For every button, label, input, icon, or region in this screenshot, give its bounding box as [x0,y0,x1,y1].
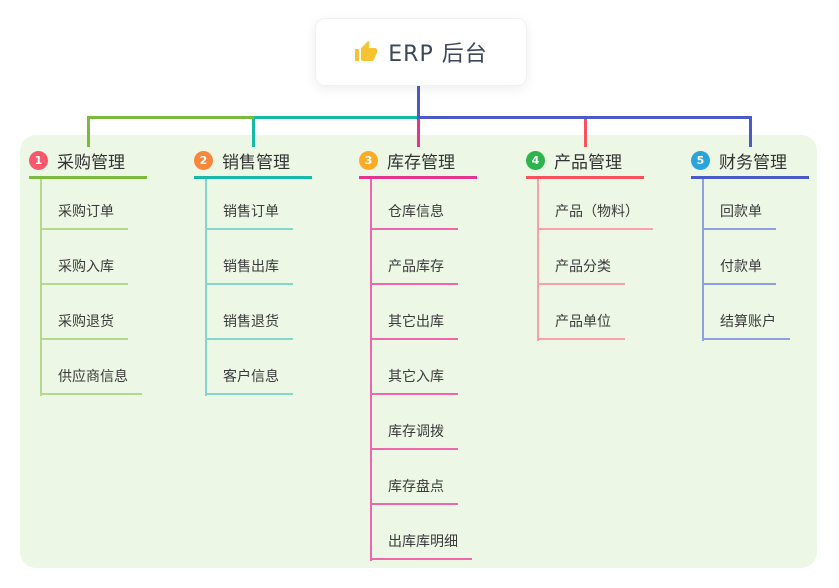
child-node[interactable]: 销售出库 [205,257,293,285]
child-node[interactable]: 库存调拨 [370,422,458,450]
branch-1: 1 采购管理采购订单采购入库采购退货供应商信息 [29,147,147,396]
branch-4: 4 产品管理产品（物料） 产品分类产品单位 [526,147,653,341]
spine-left-green [86,116,254,119]
branch-2: 2 销售管理销售订单销售出库销售退货客户信息 [194,147,312,396]
branch-trunk-line [370,179,372,561]
child-node[interactable]: 产品单位 [537,312,625,340]
child-node[interactable]: 供应商信息 [40,367,142,395]
branch-trunk-line [537,179,539,341]
child-node[interactable]: 销售订单 [205,202,293,230]
branch-title-label: 采购管理 [57,153,125,173]
child-node[interactable]: 销售退货 [205,312,293,340]
branch-trunk-line [702,179,704,341]
child-node[interactable]: 其它入库 [370,367,458,395]
child-node[interactable]: 采购订单 [40,202,128,230]
branch-drop-line [86,116,90,147]
branch-title-label: 产品管理 [554,153,622,173]
child-node[interactable]: 采购入库 [40,257,128,285]
branch-number-badge: 3 [359,151,378,170]
child-node[interactable]: 采购退货 [40,312,128,340]
branch-5: 5 财务管理回款单付款单结算账户 [691,147,809,341]
branches-background-panel [20,135,817,568]
branch-trunk-line [40,179,42,396]
child-node[interactable]: 客户信息 [205,367,293,395]
branch-3: 3 库存管理仓库信息产品库存其它出库其它入库库存调拨库存盘点出库库明细 [359,147,477,561]
child-node[interactable]: 结算账户 [702,312,790,340]
child-node[interactable]: 仓库信息 [370,202,458,230]
child-node[interactable]: 回款单 [702,202,776,230]
child-node[interactable]: 付款单 [702,257,776,285]
child-node[interactable]: 其它出库 [370,312,458,340]
child-node[interactable]: 产品分类 [537,257,625,285]
root-stem-line [416,84,420,119]
child-node[interactable]: 产品（物料） [537,202,653,230]
spine-right-blue [416,116,752,119]
branch-title-node[interactable]: 2 销售管理 [194,147,312,179]
branch-title-label: 财务管理 [719,153,787,173]
branch-title-label: 库存管理 [387,153,455,173]
branch-number-badge: 2 [194,151,213,170]
branch-drop-line [416,119,420,147]
branch-drop-line [748,116,752,147]
root-node-erp[interactable]: ERP 后台 [315,18,527,86]
child-node[interactable]: 产品库存 [370,257,458,285]
branch-title-node[interactable]: 1 采购管理 [29,147,147,179]
child-node[interactable]: 库存盘点 [370,477,458,505]
branch-number-badge: 4 [526,151,545,170]
branch-trunk-line [205,179,207,396]
branch-drop-line [251,119,255,147]
spine-mid-teal [253,116,417,119]
thumbs-up-icon [355,41,378,61]
branch-number-badge: 1 [29,151,48,170]
root-node-label: ERP 后台 [388,42,488,67]
branch-title-node[interactable]: 3 库存管理 [359,147,477,179]
child-node[interactable]: 出库库明细 [370,532,472,560]
branch-title-label: 销售管理 [222,153,290,173]
branch-number-badge: 5 [691,151,710,170]
branch-drop-line [583,119,587,147]
branch-title-node[interactable]: 5 财务管理 [691,147,809,179]
branch-title-node[interactable]: 4 产品管理 [526,147,644,179]
